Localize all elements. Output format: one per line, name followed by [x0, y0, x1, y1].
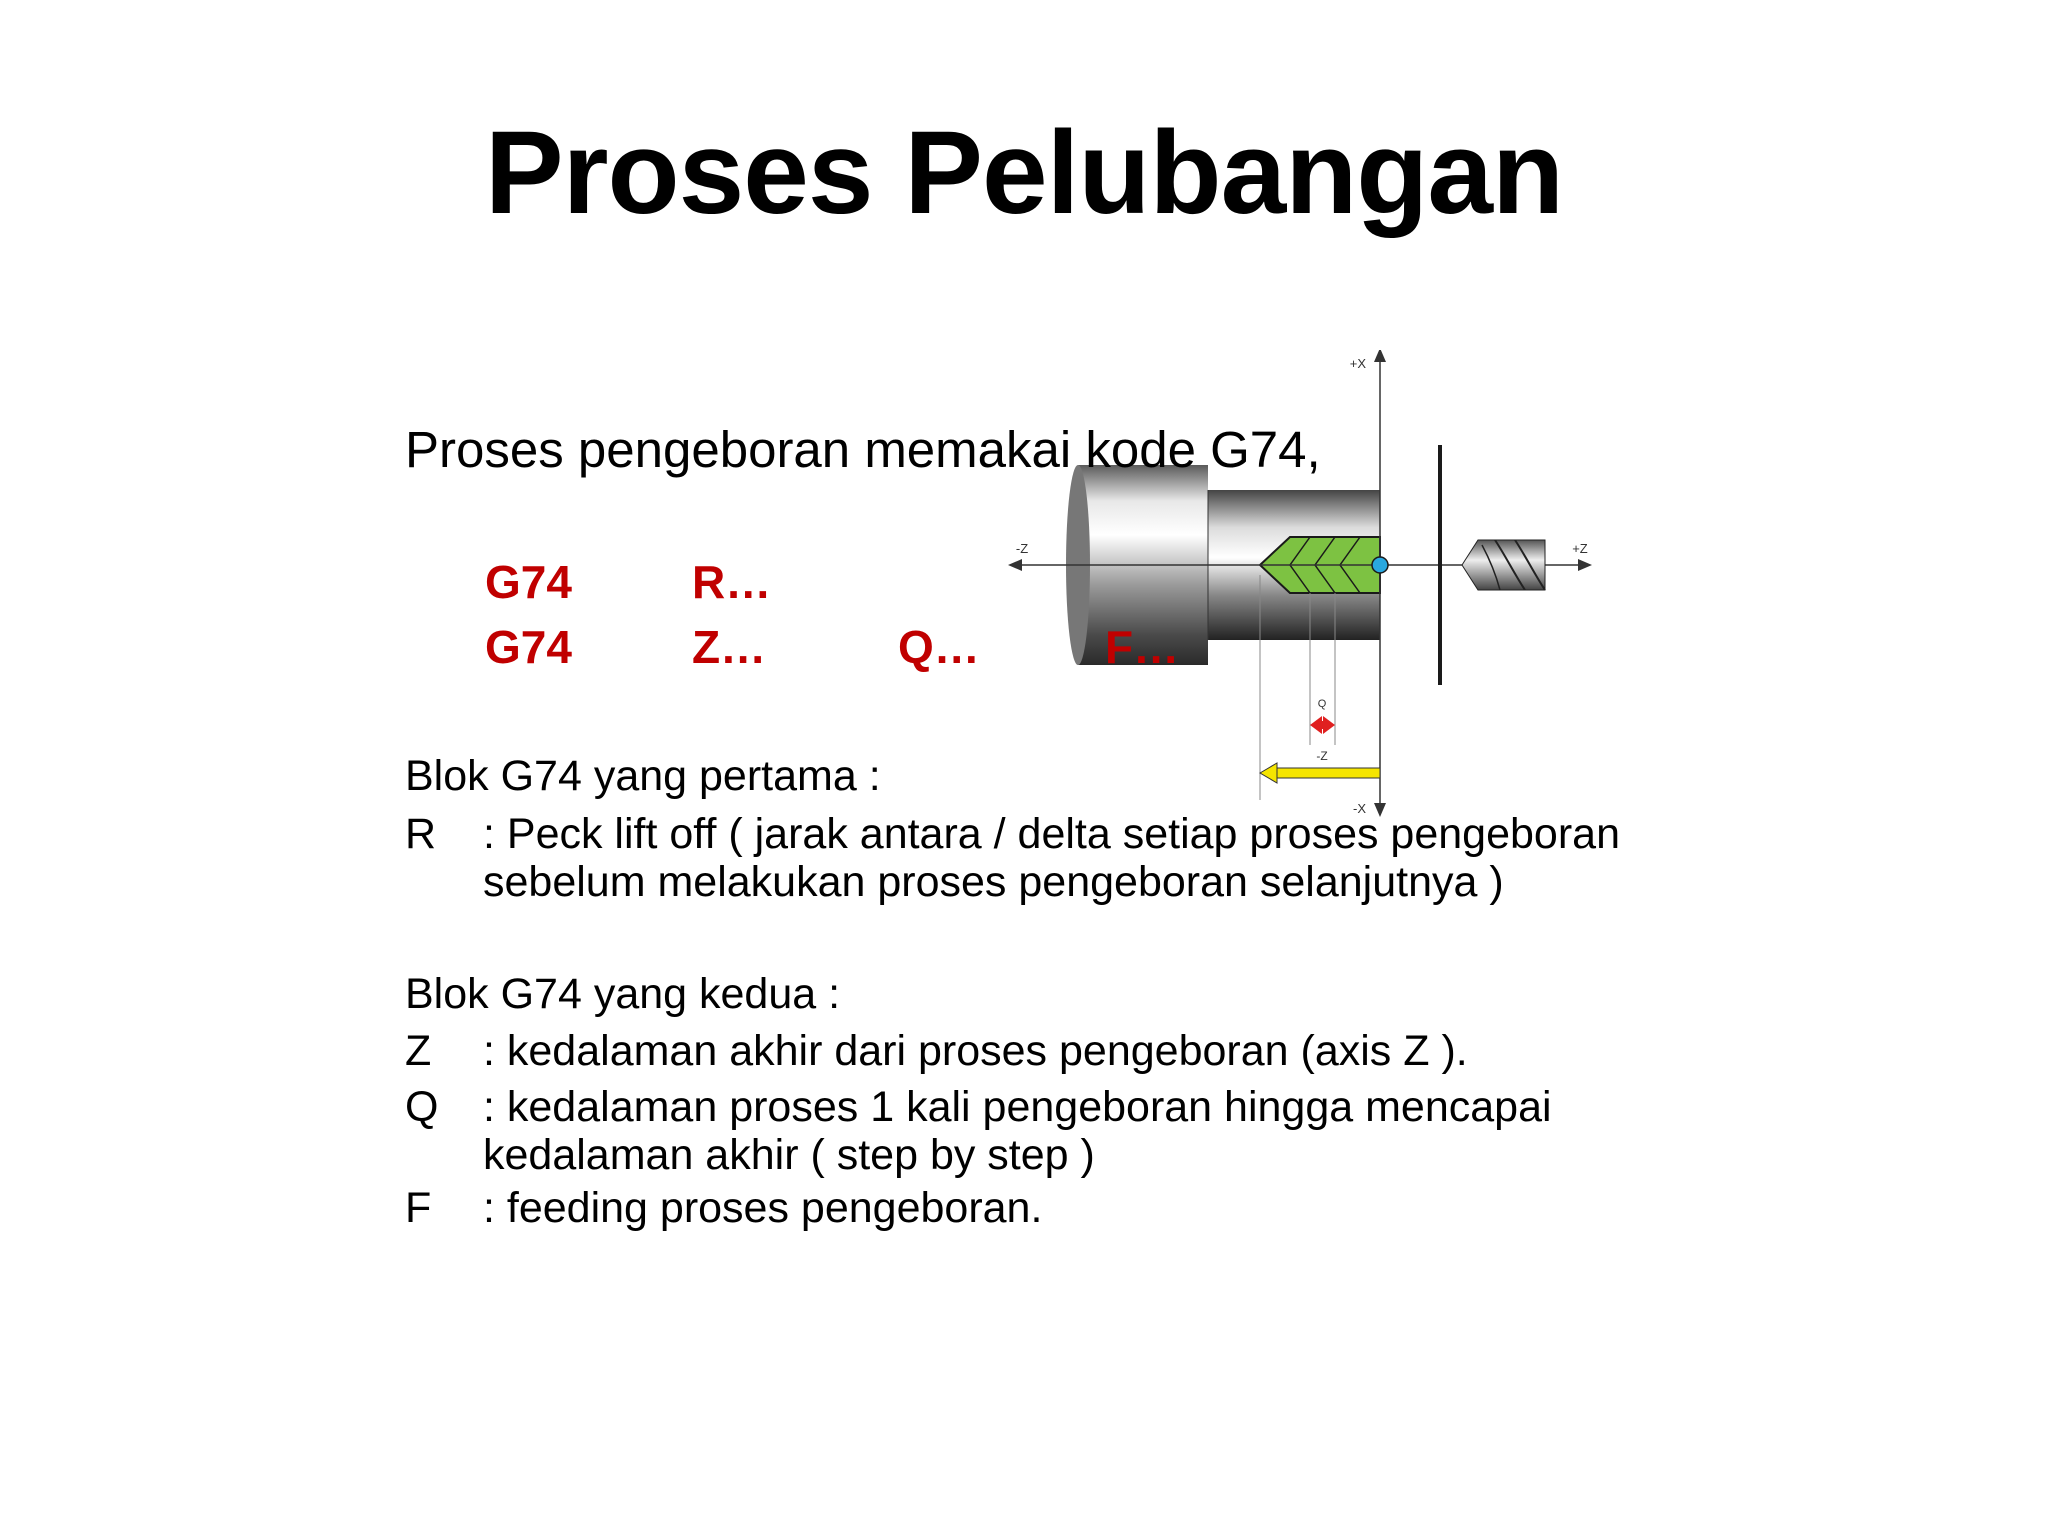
param-desc-f: : feeding proses pengeboran. — [483, 1184, 1783, 1232]
desc-line: : Peck lift off ( jarak antara / delta s… — [483, 810, 1620, 858]
intro-text: Proses pengeboran memakai kode G74, — [405, 421, 1321, 478]
z-depth-label: -Z — [1316, 749, 1327, 763]
desc-line: sebelum melakukan proses pengeboran sela… — [483, 858, 1504, 906]
param-letter-f: F — [405, 1184, 432, 1232]
code-z-param: Z… — [692, 621, 767, 673]
z-depth-arrow — [1259, 762, 1381, 784]
block2-heading: Blok G74 yang kedua : — [405, 970, 841, 1018]
drilling-diagram-svg: Q -Z +X -X +Z -Z — [1008, 350, 1592, 817]
drill-bit — [1461, 539, 1546, 591]
dimension-guides — [1259, 575, 1336, 800]
code-g74: G74 — [485, 556, 572, 608]
param-letter-r: R — [405, 810, 437, 858]
param-desc-q: : kedalaman proses 1 kali pengeboran hin… — [483, 1083, 1783, 1179]
x-axis — [1374, 350, 1386, 817]
plus-x-label: +X — [1350, 356, 1367, 371]
drilling-diagram: Q -Z +X -X +Z -Z — [1000, 350, 1600, 820]
code-g74: G74 — [485, 621, 572, 673]
param-desc-z: : kedalaman akhir dari proses pengeboran… — [483, 1027, 1783, 1075]
plus-z-label: +Z — [1572, 541, 1588, 556]
block1-heading: Blok G74 yang pertama : — [405, 752, 881, 800]
minus-z-label: -Z — [1016, 541, 1028, 556]
desc-line: : feeding proses pengeboran. — [483, 1184, 1043, 1232]
param-desc-r: : Peck lift off ( jarak antara / delta s… — [483, 810, 1783, 906]
q-label: Q — [1318, 698, 1327, 710]
desc-line: : kedalaman akhir dari proses pengeboran… — [483, 1027, 1468, 1075]
desc-line: : kedalaman proses 1 kali pengeboran hin… — [483, 1083, 1552, 1131]
desc-line: kedalaman akhir ( step by step ) — [483, 1131, 1095, 1179]
code-r-param: R… — [692, 556, 772, 608]
param-letter-q: Q — [405, 1083, 439, 1131]
q-arrow — [1310, 716, 1335, 734]
param-letter-z: Z — [405, 1027, 432, 1075]
minus-x-label: -X — [1353, 801, 1366, 816]
code-q-param: Q… — [898, 621, 980, 673]
origin-marker — [1371, 556, 1389, 574]
slide-title: Proses Pelubangan — [484, 107, 1564, 239]
code-f-param: F… — [1105, 621, 1180, 673]
